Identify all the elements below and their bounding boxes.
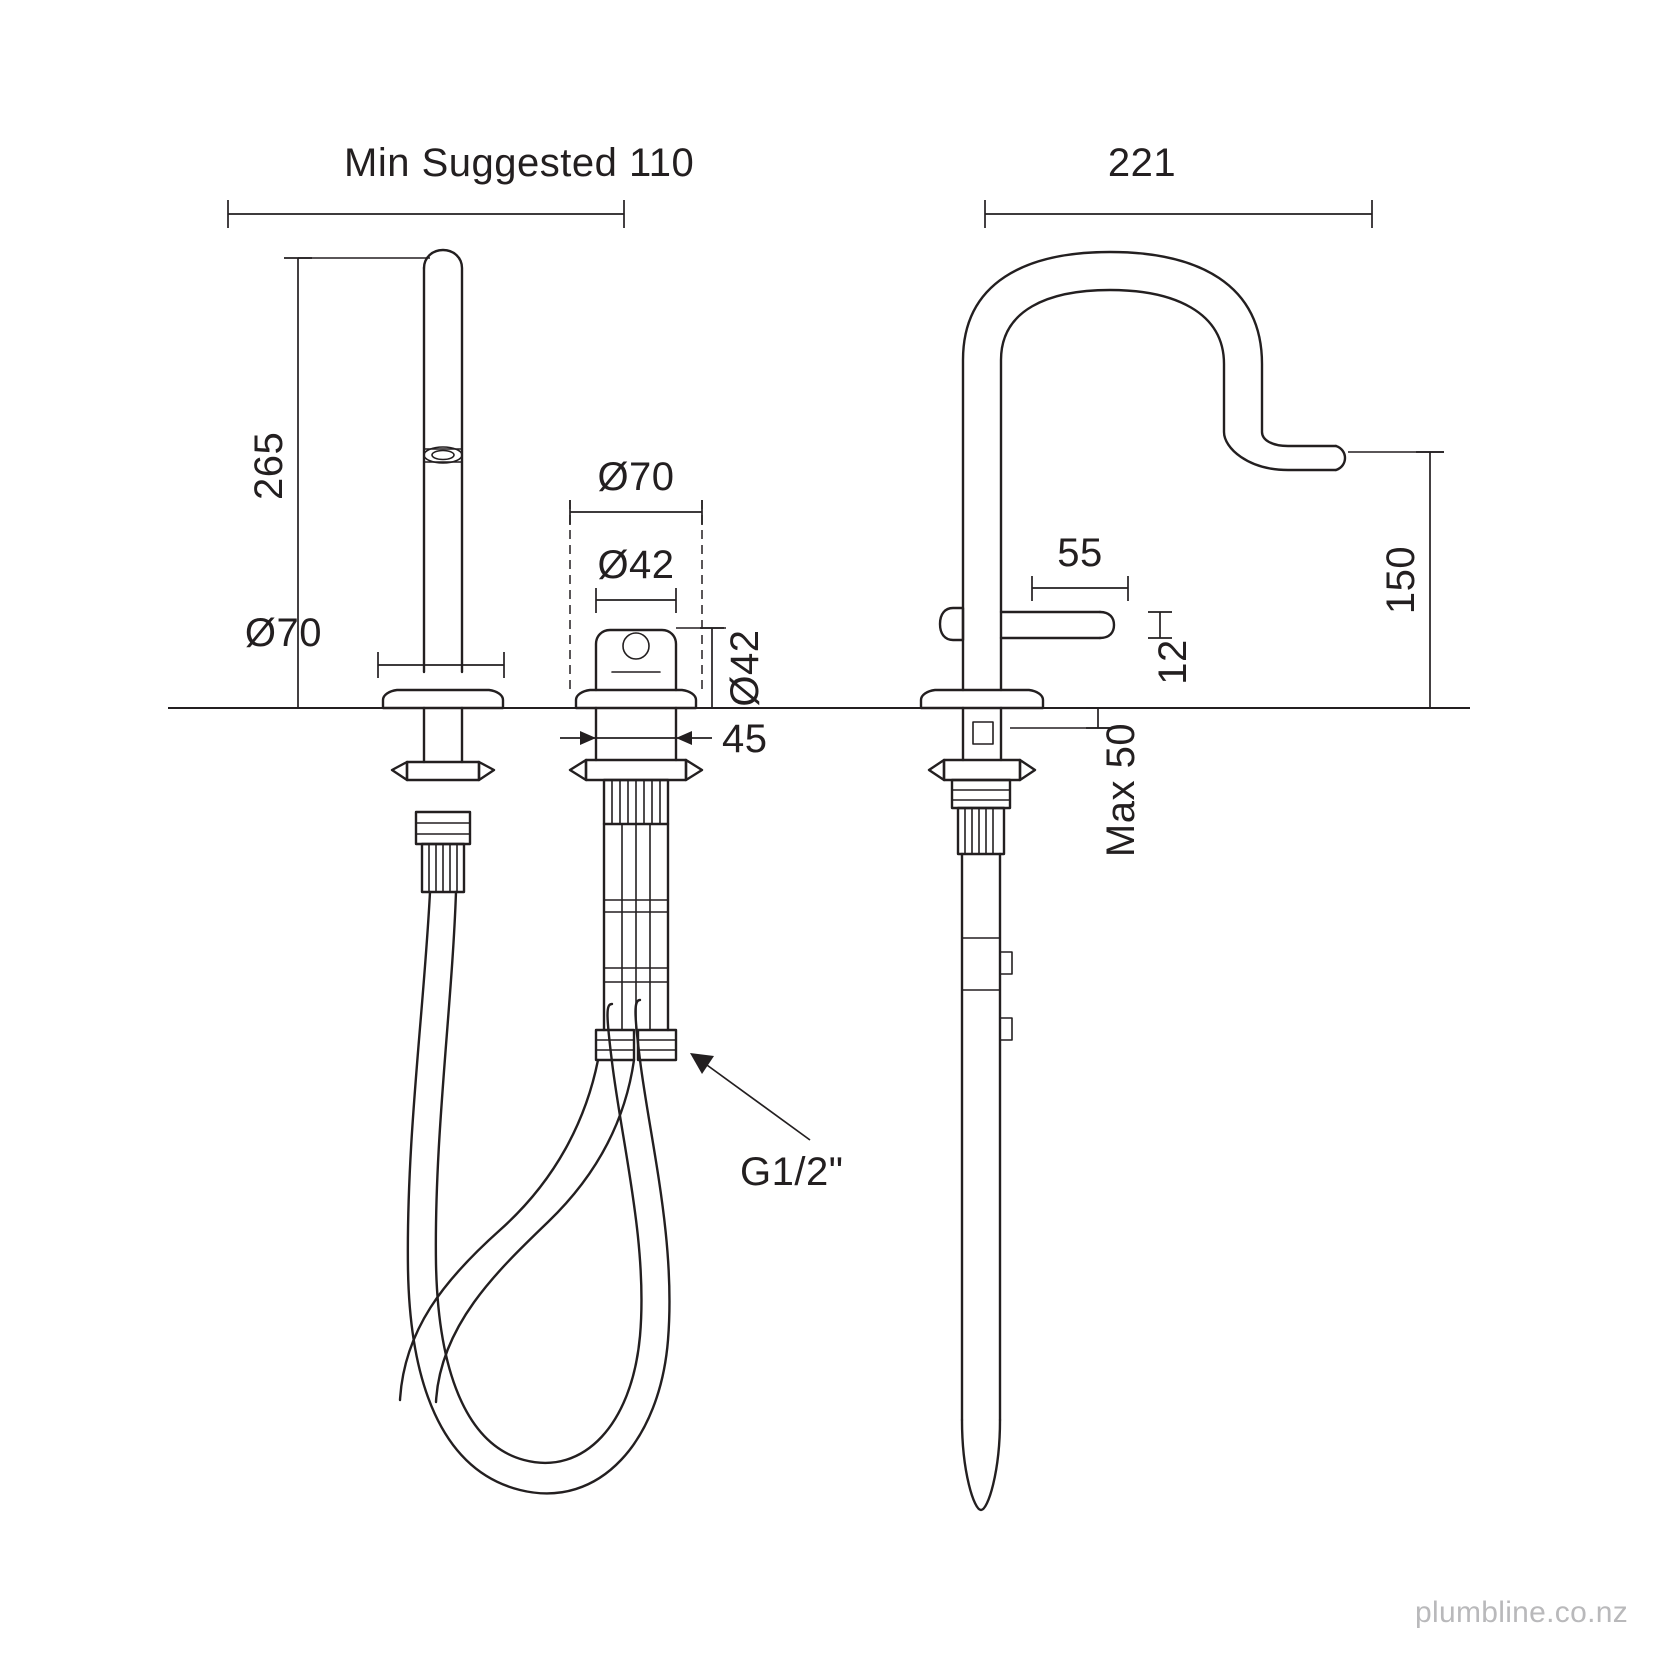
dim-handle-55: 55 bbox=[1031, 531, 1129, 601]
label-dia-70-mixer: Ø70 bbox=[597, 455, 674, 499]
mixer-base-flange bbox=[574, 688, 698, 710]
dim-dia-70-mixer: Ø70 bbox=[569, 455, 703, 694]
dim-handle-12: 12 bbox=[1148, 611, 1195, 685]
label-handle-12: 12 bbox=[1151, 639, 1195, 685]
mixer-body bbox=[594, 628, 678, 692]
spout-shank-below-deck bbox=[390, 706, 496, 894]
label-handle-55: 55 bbox=[1057, 531, 1103, 575]
spout-base-flange bbox=[381, 688, 505, 710]
label-dia-70-left: Ø70 bbox=[245, 611, 322, 655]
label-thread-g12: G1/2" bbox=[740, 1150, 843, 1194]
label-reach-221: 221 bbox=[1108, 141, 1176, 185]
mixer-assembly bbox=[398, 628, 704, 1404]
gooseneck-base-flange bbox=[919, 688, 1045, 710]
label-min-suggested-110: Min Suggested 110 bbox=[344, 141, 694, 185]
pullout-hose bbox=[406, 890, 671, 1495]
dim-dia-42-mixer: Ø42 bbox=[595, 543, 677, 613]
mixer-shank-below-deck bbox=[568, 706, 704, 1062]
lever-handle bbox=[938, 606, 1116, 642]
dim-dia-42-shank: 45 bbox=[560, 717, 768, 761]
dim-dia-70-left: Ø70 bbox=[245, 611, 505, 678]
dim-height-265: 265 bbox=[247, 257, 430, 708]
spout-tube bbox=[422, 248, 464, 674]
spout-aerator-detail bbox=[423, 446, 463, 464]
label-height-45: Ø42 bbox=[723, 629, 767, 706]
gooseneck-shank-below-deck bbox=[927, 706, 1037, 1512]
dim-thread-g12: G1/2" bbox=[690, 1053, 843, 1194]
dim-reach-221: 221 bbox=[984, 141, 1373, 228]
watermark-plumbline: plumbline.co.nz bbox=[1415, 1596, 1628, 1629]
gooseneck-spout bbox=[961, 250, 1347, 692]
gooseneck-assembly bbox=[919, 250, 1347, 1512]
left-spout-assembly bbox=[381, 248, 671, 1495]
dim-height-150: 150 bbox=[1348, 451, 1444, 709]
dim-height-45: Ø42 bbox=[676, 627, 767, 709]
mixer-inlet-hoses bbox=[398, 1058, 636, 1404]
label-height-150: 150 bbox=[1379, 546, 1423, 614]
dim-min-suggested-110: Min Suggested 110 bbox=[227, 141, 694, 228]
dim-max-50: Max 50 bbox=[1010, 707, 1143, 857]
label-dia-42-shank: 45 bbox=[722, 717, 768, 761]
label-height-265: 265 bbox=[247, 432, 291, 500]
label-dia-42-mixer: Ø42 bbox=[597, 543, 674, 587]
label-max-50: Max 50 bbox=[1099, 723, 1143, 857]
